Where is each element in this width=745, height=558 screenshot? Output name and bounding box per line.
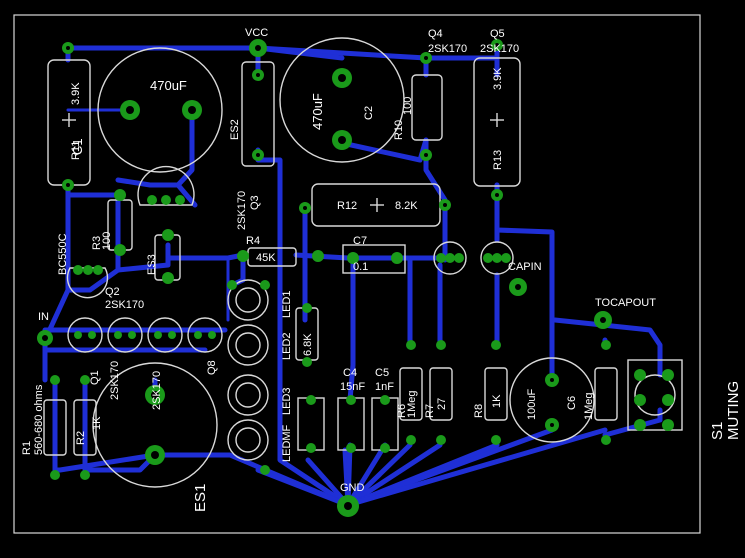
- label-in: IN: [38, 311, 49, 323]
- label-r9b-val: 1Meg: [583, 392, 595, 420]
- label-r3-val: 100: [101, 232, 113, 250]
- label-r12-val: 8.2K: [395, 200, 418, 212]
- label-r10-val: 100: [402, 97, 414, 115]
- board-outline: [13, 14, 701, 534]
- label-led1: LED1: [281, 290, 293, 318]
- label-c5-val: 1nF: [375, 381, 394, 393]
- label-c6: C6: [566, 396, 578, 410]
- label-q2-part: 2SK170: [105, 299, 144, 311]
- label-c7-val: 0.1: [353, 261, 368, 273]
- label-q1-part: 2SK170: [109, 361, 121, 400]
- label-capin: CAPIN: [508, 261, 542, 273]
- label-q5: Q5: [490, 28, 505, 40]
- label-es1: ES1: [192, 484, 209, 512]
- label-r2: R2: [75, 431, 87, 445]
- component-labels: VCC GND IN CAPIN TOCAPOUT Q4 2SK170 Q5 2…: [21, 27, 742, 512]
- label-c7: C7: [353, 235, 367, 247]
- label-r11-val: 3.9K: [70, 82, 82, 105]
- label-es2: ES2: [229, 119, 241, 140]
- label-c6-val: 100uF: [526, 389, 538, 420]
- label-ledmf: LEDMF: [281, 424, 293, 462]
- label-r13-val: 3.9K: [492, 67, 504, 90]
- label-q4-part: 2SK170: [428, 43, 467, 55]
- pads: [37, 39, 674, 517]
- label-r4: R4: [246, 235, 260, 247]
- label-r4-val: 45K: [256, 252, 276, 264]
- label-q3-part: 2SK170: [236, 191, 248, 230]
- label-c4-val: 15nF: [340, 381, 365, 393]
- label-r11: R11: [70, 141, 82, 160]
- label-r2-val: 1K: [91, 416, 103, 430]
- label-q3: Q3: [249, 195, 261, 210]
- label-c2: C2: [363, 106, 375, 120]
- label-vcc: VCC: [245, 27, 268, 39]
- label-r7-val: 1Meg: [406, 390, 418, 418]
- label-r10: R10: [393, 120, 405, 140]
- label-c1-val: 470uF: [150, 78, 187, 93]
- label-led3: LED3: [281, 387, 293, 415]
- label-led2: LED2: [281, 332, 293, 360]
- label-r8: R8: [473, 404, 485, 418]
- label-r8-val: 1K: [491, 394, 503, 408]
- label-r5-val: 6.8K: [302, 333, 314, 356]
- label-es3: ES3: [146, 254, 158, 275]
- label-r1: R1: [21, 441, 33, 455]
- label-gnd: GND: [340, 482, 365, 494]
- label-r7: R7: [424, 404, 436, 418]
- label-s1: S1: [709, 422, 726, 440]
- label-q1: Q1: [89, 370, 101, 385]
- label-bc550c: BC550C: [57, 233, 69, 275]
- label-c4: C4: [343, 367, 357, 379]
- label-q7-part: 2SK170: [151, 371, 163, 410]
- label-r9-val: 27: [436, 398, 448, 410]
- label-c5: C5: [375, 367, 389, 379]
- label-q2: Q2: [105, 286, 120, 298]
- label-muting: MUTING: [725, 381, 742, 440]
- label-q8: Q8: [206, 360, 218, 375]
- label-r12: R12: [337, 200, 357, 212]
- label-q5-part: 2SK170: [480, 43, 519, 55]
- label-r13: R13: [492, 150, 504, 170]
- label-c1: C1: [70, 138, 85, 155]
- label-r1-val: 560-680 ohms: [33, 384, 45, 455]
- label-tocapout: TOCAPOUT: [595, 297, 656, 309]
- label-q4: Q4: [428, 28, 443, 40]
- label-r3: R3: [91, 236, 103, 250]
- label-c2-val: 470uF: [310, 93, 325, 130]
- label-r6: R6: [396, 404, 408, 418]
